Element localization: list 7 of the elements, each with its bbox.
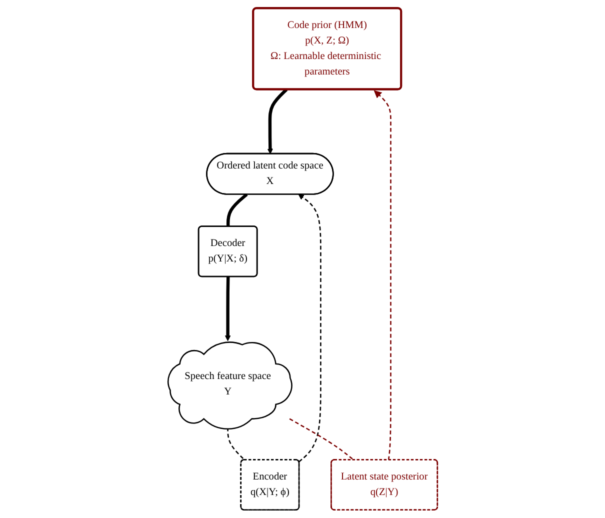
connector (288, 418, 354, 460)
arrow (267, 88, 288, 154)
arrow (224, 276, 230, 342)
connector (226, 427, 245, 460)
connector (226, 193, 248, 227)
arrow (373, 90, 392, 460)
arrow (298, 194, 322, 462)
